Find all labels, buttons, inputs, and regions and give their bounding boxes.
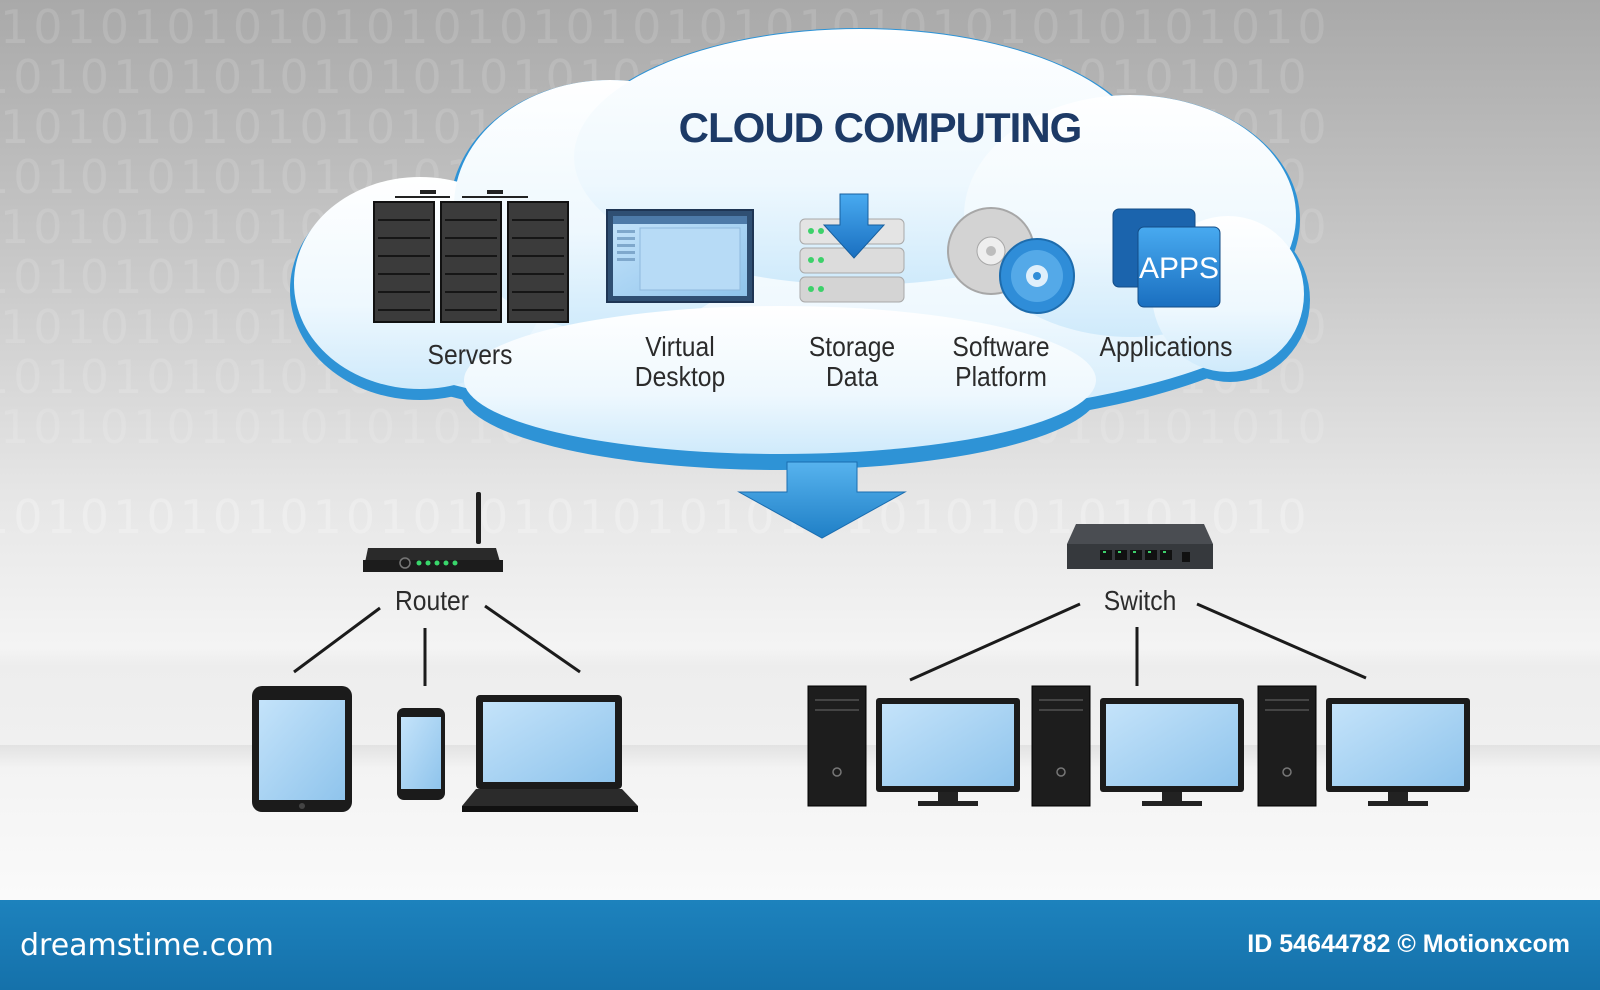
virtual-desktop-icon	[606, 209, 754, 303]
software-discs-icon	[947, 207, 1075, 314]
service-label-software-platform: Software Platform	[952, 331, 1050, 392]
diagram-graphics: APPS	[252, 28, 1470, 812]
footer-bar: dreamstime.com ID 54644782 © Motionxcom	[0, 900, 1600, 990]
service-label-storage-data: Storage Data	[808, 331, 896, 392]
service-label-servers: Servers	[427, 339, 513, 370]
switch-icon	[1067, 524, 1213, 569]
tablet-icon	[252, 686, 352, 812]
desktop-pc-icon	[1031, 685, 1244, 807]
service-label-virtual-desktop: Virtual Desktop	[634, 331, 726, 392]
desktop-pc-icon	[807, 685, 1020, 807]
service-label-applications: Applications	[1099, 331, 1233, 362]
smartphone-icon	[397, 708, 445, 800]
binary-background-row: 1010101010101010101010101010101010101010	[0, 0, 1331, 54]
footer-image-id: ID 54644782 © Motionxcom	[1247, 930, 1570, 958]
router-icon	[363, 492, 503, 572]
desktop-pc-icon	[1257, 685, 1470, 807]
diagram-scene: 1010101010101010101010101010101010101010…	[0, 0, 1600, 900]
server-rack-icon	[373, 190, 569, 323]
laptop-icon	[462, 695, 638, 812]
storage-data-icon	[799, 193, 905, 303]
router-label: Router	[395, 585, 469, 616]
switch-label: Switch	[1103, 585, 1177, 616]
cloud-title: CLOUD COMPUTING	[678, 104, 1083, 151]
connector-lines	[293, 602, 1367, 686]
down-arrow-icon	[737, 461, 907, 539]
apps-icon-text: APPS	[1139, 252, 1219, 285]
apps-icon: APPS	[1112, 208, 1221, 308]
footer-site-name: dreamstime.com	[20, 928, 274, 963]
